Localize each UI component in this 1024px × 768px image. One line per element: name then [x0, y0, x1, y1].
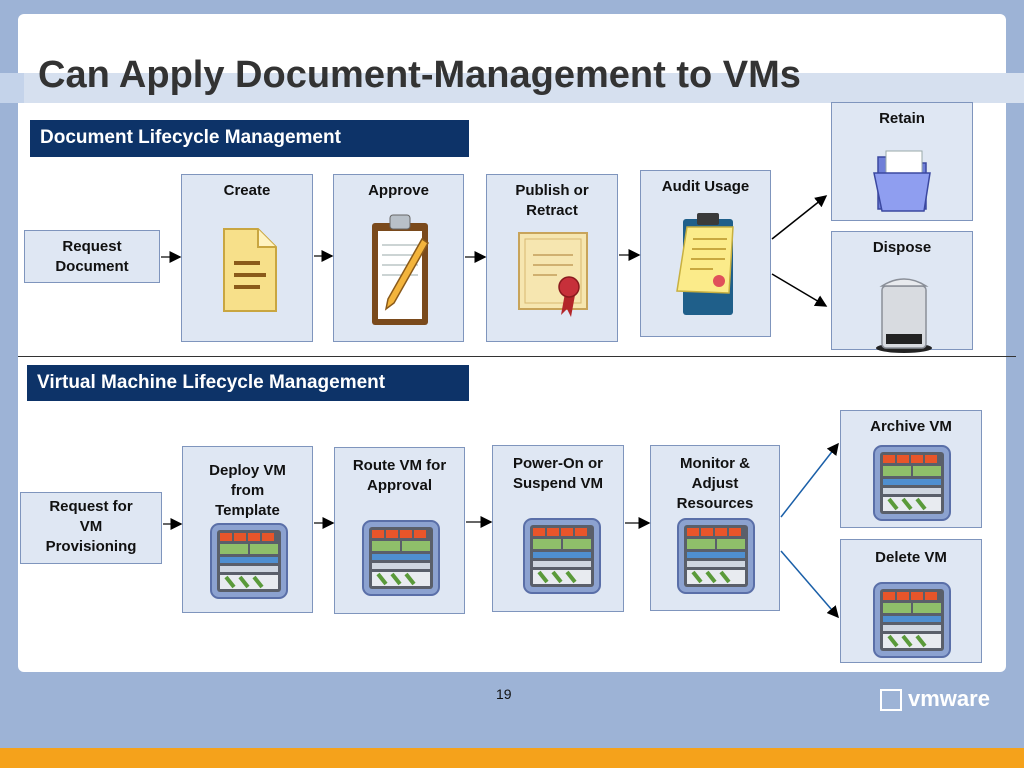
dispose-label: Dispose	[872, 239, 932, 256]
route-vm-step-label: Route VM for Approval	[352, 457, 447, 494]
publish-step-label: Publish or Retract	[515, 182, 589, 219]
vm-icon	[210, 523, 288, 599]
audit-usage-step-box: Audit Usage	[640, 170, 771, 337]
arrow-monitor-to-delete	[780, 550, 839, 619]
archive-vm-label: Archive VM	[870, 418, 952, 435]
archive-vm-box: Archive VM	[840, 410, 982, 528]
page-number: 19	[496, 686, 512, 702]
approve-step-box: Approve	[333, 174, 464, 342]
section-divider	[18, 356, 1016, 357]
document-icon	[223, 228, 277, 312]
dispose-box: Dispose	[831, 231, 973, 353]
request-document-box: Request Document	[24, 230, 160, 283]
delete-vm-box: Delete VM	[840, 539, 982, 663]
request-vm-label: Request for VM Provisioning	[45, 498, 137, 555]
create-step-label: Create	[223, 182, 271, 199]
vm-icon	[523, 518, 601, 594]
vm-icon	[677, 518, 755, 594]
retain-box: Retain	[831, 102, 973, 221]
audit-usage-step-label: Audit Usage	[661, 178, 750, 195]
folder-icon	[873, 150, 931, 212]
monitor-step-box: Monitor & Adjust Resources	[650, 445, 780, 611]
footer-accent-bar	[0, 748, 1024, 768]
vm-icon	[873, 582, 951, 658]
power-on-step-label: Power-On or Suspend VM	[512, 455, 603, 492]
publish-step-box: Publish or Retract	[486, 174, 618, 342]
create-step-box: Create	[181, 174, 313, 342]
deploy-vm-step-box: Deploy VM from Template	[182, 446, 313, 613]
decorative-band-left	[0, 73, 24, 103]
request-document-label: Request Document	[55, 238, 129, 275]
request-vm-box: Request for VM Provisioning	[20, 492, 162, 564]
vmware-logo-text: vmware	[908, 686, 990, 711]
arrow-audit-to-dispose	[771, 273, 828, 307]
power-on-step-box: Power-On or Suspend VM	[492, 445, 624, 612]
certificate-icon	[518, 232, 588, 317]
delete-vm-label: Delete VM	[875, 549, 947, 566]
arrow-monitor-to-archive	[780, 442, 839, 518]
vm-section-header: Virtual Machine Lifecycle Management	[27, 365, 469, 401]
vmware-logo-mark-icon	[880, 689, 902, 712]
slide-title: Can Apply Document-Management to VMs	[38, 54, 801, 96]
doc-section-header: Document Lifecycle Management	[30, 120, 469, 157]
clipboard-pencil-icon	[372, 214, 429, 325]
audit-clipboard-icon	[676, 213, 734, 315]
vm-icon	[362, 520, 440, 596]
route-vm-step-box: Route VM for Approval	[334, 447, 465, 614]
vm-icon	[873, 445, 951, 521]
deploy-vm-step-label: Deploy VM from Template	[209, 462, 286, 519]
monitor-step-label: Monitor & Adjust Resources	[676, 455, 754, 512]
decorative-band	[0, 73, 1024, 103]
arrow-audit-to-retain	[771, 195, 828, 240]
vmware-logo: vmware	[880, 686, 990, 712]
trash-can-icon	[876, 278, 932, 353]
retain-label: Retain	[879, 110, 925, 127]
approve-step-label: Approve	[368, 182, 429, 199]
